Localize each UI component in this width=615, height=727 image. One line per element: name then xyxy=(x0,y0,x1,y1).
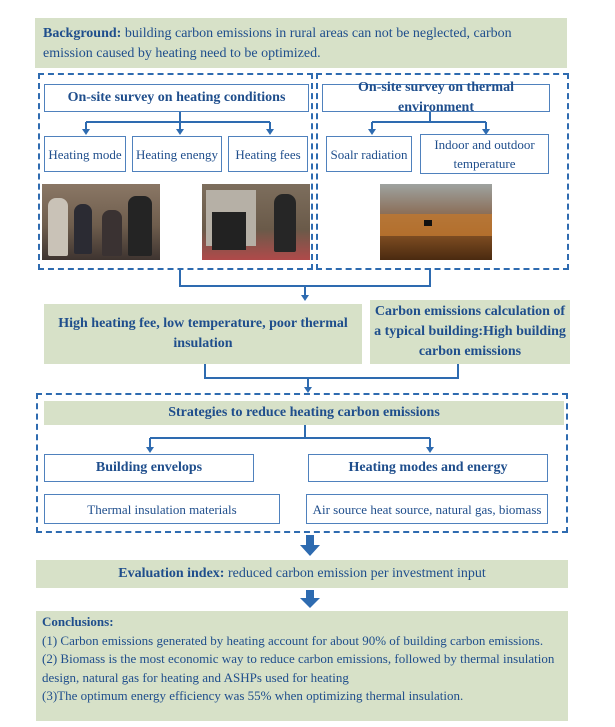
connector-strategy-fanout xyxy=(149,424,431,450)
conclusion-item-1: (1) Carbon emissions generated by heatin… xyxy=(42,632,544,648)
bold-arrow-1 xyxy=(300,535,320,556)
evaluation-text: reduced carbon emission per investment i… xyxy=(224,566,486,581)
connector-heating-fanout xyxy=(85,110,271,132)
bold-arrow-2 xyxy=(300,590,320,608)
temperature-box: Indoor and outdoor temperature xyxy=(420,134,549,174)
connector-findings-merge xyxy=(204,363,459,390)
heating-fees-box: Heating fees xyxy=(228,136,308,172)
evaluation-label: Evaluation index: xyxy=(118,566,225,581)
thermal-survey-title: On-site survey on thermal environment xyxy=(322,80,550,115)
building-envelope-item: Thermal insulation materials xyxy=(44,494,280,524)
conclusion-item-2: (2) Biomass is the most economic way to … xyxy=(42,651,555,685)
background-banner: Background: building carbon emissions in… xyxy=(35,18,567,68)
evaluation-banner: Evaluation index: reduced carbon emissio… xyxy=(36,560,568,588)
conclusions-title: Conclusions: xyxy=(42,614,114,629)
heating-mode-box: Heating mode xyxy=(44,136,126,172)
findings-right: Carbon emissions calculation of a typica… xyxy=(370,300,570,364)
thermal-survey-container xyxy=(316,73,569,270)
background-text: building carbon emissions in rural areas… xyxy=(43,26,512,61)
conclusions-panel: Conclusions: (1) Carbon emissions genera… xyxy=(36,611,568,721)
survey-photo-1 xyxy=(42,184,160,260)
strategies-container xyxy=(36,393,568,533)
solar-radiation-box: Soalr radiation xyxy=(326,136,412,172)
heating-survey-container xyxy=(38,73,313,270)
connector-thermal-fanout xyxy=(371,110,487,132)
background-label: Background: xyxy=(43,26,122,41)
findings-left: High heating fee, low temperature, poor … xyxy=(44,304,362,364)
heating-modes-item: Air source heat source, natural gas, bio… xyxy=(306,494,548,524)
survey-photo-3 xyxy=(380,184,492,260)
heating-modes-title: Heating modes and energy xyxy=(308,454,548,482)
connector-survey-merge xyxy=(179,268,431,298)
building-envelope-title: Building envelops xyxy=(44,454,254,482)
conclusion-item-3: (3)The optimum energy efficiency was 55%… xyxy=(42,688,464,703)
survey-photo-2 xyxy=(202,184,310,260)
strategies-title: Strategies to reduce heating carbon emis… xyxy=(44,401,564,425)
heating-energy-box: Heating enengy xyxy=(132,136,222,172)
heating-survey-title: On-site survey on heating conditions xyxy=(44,84,309,112)
